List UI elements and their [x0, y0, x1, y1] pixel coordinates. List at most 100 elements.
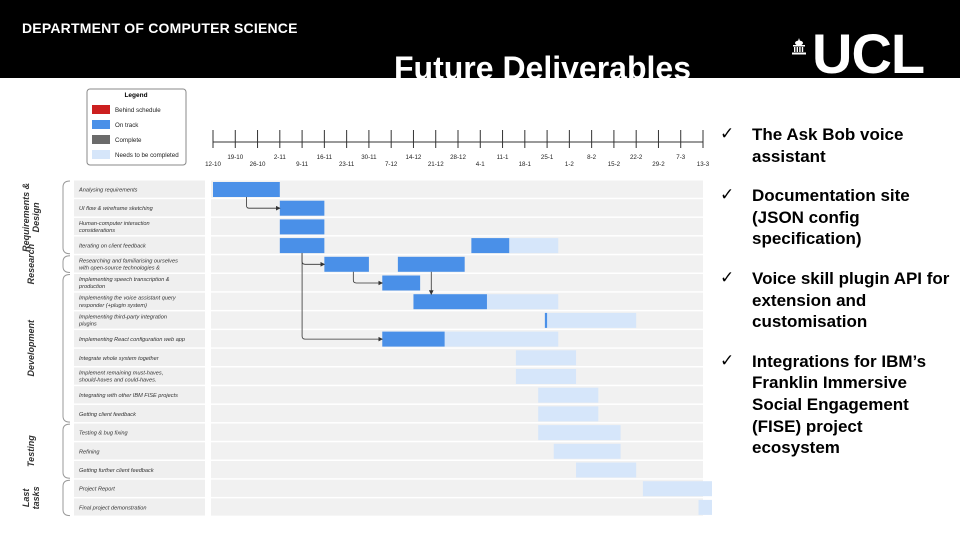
deliverable-item: ✓ Voice skill plugin API for extension an…: [720, 268, 955, 333]
task-label-cell: [74, 236, 205, 254]
timeline-tick-label: 7-12: [385, 161, 398, 168]
ucl-logo: UCL: [812, 22, 925, 85]
timeline-tick-label: 9-11: [296, 161, 308, 168]
timeline-tick-label: 11-1: [497, 154, 509, 161]
task-label: Implement remaining must-haves,should-ha…: [79, 371, 163, 384]
task-bar-needs-completion: [509, 238, 559, 254]
task-bar-on-track: [324, 256, 369, 272]
legend-label: On track: [115, 122, 139, 129]
task-row-track: [211, 367, 703, 385]
task-row-track: [211, 386, 703, 404]
phase-label: Research: [26, 243, 36, 284]
phase-bracket: [62, 180, 71, 255]
task-label-cell: [74, 348, 205, 366]
timeline-tick-label: 18-1: [519, 161, 532, 168]
timeline-tick-label: 15-2: [608, 161, 621, 168]
page-title: Future Deliverables: [394, 50, 691, 86]
task-label-cell: [74, 367, 205, 385]
task-bar-on-track: [397, 256, 465, 272]
deliverable-item: ✓ Documentation site (JSON config specifi…: [720, 185, 955, 250]
task-label: Integrate whole system together: [79, 356, 160, 362]
legend-label: Complete: [115, 137, 142, 144]
check-icon: ✓: [720, 350, 735, 371]
task-label: Final project demonstration: [79, 505, 146, 511]
check-icon: ✓: [720, 267, 735, 288]
task-label-cell: [74, 442, 205, 460]
task-bar-on-track: [413, 294, 487, 310]
task-label-cell: [74, 199, 205, 217]
task-bar-needs-completion: [538, 387, 599, 403]
task-label-cell: [74, 461, 205, 479]
timeline-tick-label: 7-3: [676, 154, 686, 161]
check-icon: ✓: [720, 185, 735, 206]
task-bar-needs-completion: [515, 369, 577, 384]
task-bar-on-track: [279, 200, 325, 216]
task-label: Iterating on client feedback: [79, 244, 147, 250]
timeline-tick-label: 13-3: [697, 161, 710, 168]
phase-bracket: [62, 274, 71, 423]
task-bar-on-track: [382, 331, 445, 347]
portico-icon: [792, 38, 806, 55]
timeline-tick-label: 1-2: [565, 161, 575, 168]
task-bar-needs-completion: [576, 462, 637, 478]
task-label-cell: [74, 255, 205, 273]
legend-label: Behind schedule: [115, 107, 161, 114]
phase-bracket: [62, 479, 71, 517]
task-row-track: [211, 236, 703, 254]
task-label: Project Report: [79, 487, 115, 493]
phase-label: Testing: [26, 435, 36, 467]
timeline-tick-label: 16-11: [317, 154, 333, 161]
task-bar-needs-completion: [486, 294, 559, 310]
legend-swatch: [92, 105, 110, 114]
task-label: Getting further client feedback: [79, 468, 155, 474]
deliverable-item: ✓Integrations for IBM’s Franklin Immersi…: [720, 351, 955, 459]
legend-swatch: [92, 150, 110, 159]
timeline-tick-label: 25-1: [541, 154, 554, 161]
task-label-cell: [74, 479, 205, 497]
deliverable-text: The Ask Bob voice assistant: [752, 125, 904, 166]
task-row-track: [211, 348, 703, 366]
deliverable-text: Documentation site (JSON config specific…: [752, 186, 910, 249]
task-row-track: [211, 423, 703, 441]
phase-label: Requirements &Design: [21, 183, 41, 252]
task-label-cell: [74, 404, 205, 423]
task-row-track: [211, 180, 703, 198]
legend-swatch: [92, 135, 110, 144]
task-label-cell: [74, 498, 205, 516]
task-bar-on-track: [279, 219, 325, 235]
deliverable-text: Voice skill plugin API for extension and…: [752, 268, 950, 332]
task-bar-needs-completion: [553, 443, 621, 459]
task-bar-needs-completion: [547, 312, 637, 328]
phase-bracket: [62, 255, 71, 273]
task-label: Analysing requirements: [78, 188, 138, 194]
task-bar-needs-completion: [444, 331, 559, 347]
task-bar-needs-completion: [538, 425, 621, 441]
task-label-cell: [74, 292, 205, 310]
phase-label: Lasttasks: [21, 486, 41, 509]
deliverables-list: ✓ The Ask Bob voice assistant ✓ Documentati…: [720, 124, 955, 477]
timeline-tick-label: 19-10: [227, 154, 243, 161]
task-bar-on-track: [382, 275, 421, 291]
task-bar-on-track: [471, 238, 510, 254]
timeline-tick-label: 26-10: [250, 161, 266, 168]
timeline-tick-label: 28-12: [450, 154, 466, 161]
task-label: Implementing React configuration web app: [79, 337, 185, 343]
task-bar-on-track: [544, 312, 548, 328]
task-bar-needs-completion: [538, 406, 599, 422]
legend-swatch: [92, 120, 110, 129]
check-icon: ✓: [720, 124, 735, 144]
dependency-arrow: [246, 197, 281, 211]
department-name: DEPARTMENT OF COMPUTER SCIENCE: [22, 20, 298, 36]
timeline-tick-label: 23-11: [339, 161, 355, 168]
timeline-tick-label: 14-12: [406, 154, 422, 161]
task-label: Integrating with other IBM FISE projects: [79, 393, 178, 399]
phase-bracket: [62, 423, 71, 479]
phase-label: Development: [26, 319, 36, 377]
task-row-track: [211, 442, 703, 460]
timeline-tick-label: 22-2: [630, 154, 643, 161]
task-label-cell: [74, 217, 205, 236]
task-label: Getting client feedback: [79, 412, 137, 418]
task-row-track: [211, 199, 703, 217]
